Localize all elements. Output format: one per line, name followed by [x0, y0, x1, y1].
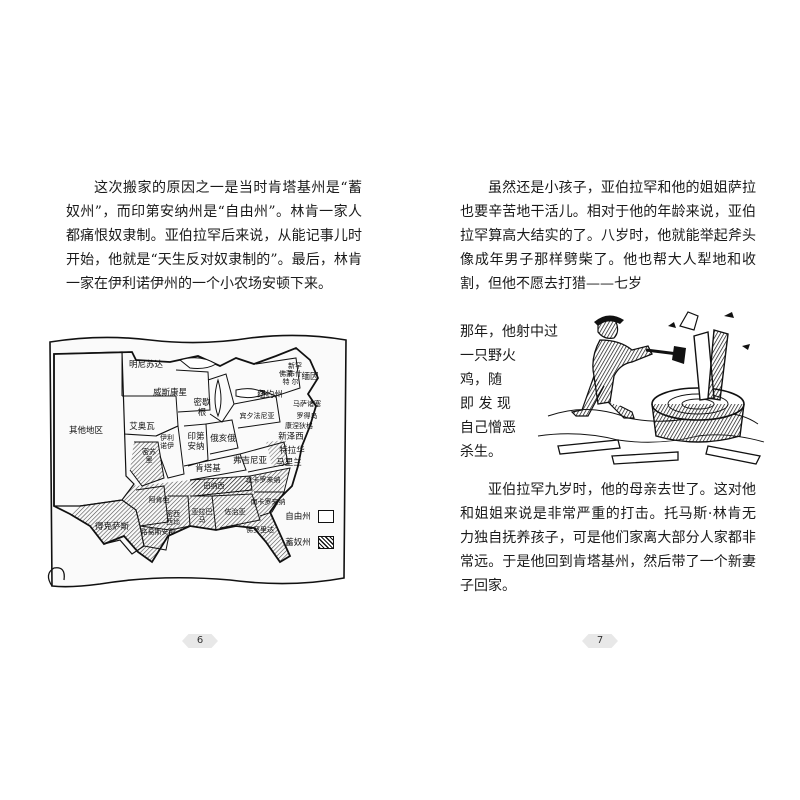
map-label-arkansas: 阿肯色 [148, 496, 170, 504]
legend-slave-label: 蓄奴州 [285, 538, 311, 548]
map-label-iowa: 艾奥瓦 [129, 422, 155, 432]
wood-chopping-illustration [537, 311, 765, 465]
map-label-mass: 马萨诸塞 [293, 400, 321, 408]
legend-free-label: 自由州 [285, 512, 311, 522]
map-label-michigan: 密歇根 [193, 398, 211, 418]
right-wrap-line-4: 即 发 现 [460, 396, 511, 412]
map-label-ct: 康涅狄格 [285, 422, 313, 430]
left-paragraph: 这次搬家的原因之一是当时肯塔基州是“蓄奴州”，而印第安纳州是“自由州”。林肯一家… [66, 180, 362, 292]
right-wrap-line-1: 那年，他射中过 [460, 324, 558, 340]
map-label-florida: 佛罗里达 [246, 526, 274, 534]
left-page-number: 6 [182, 634, 218, 648]
map-label-minnesota: 明尼苏达 [128, 360, 163, 370]
map-label-virginia: 弗吉尼亚 [232, 456, 267, 466]
map-label-georgia: 佐治亚 [224, 508, 246, 516]
legend-slave-swatch [318, 536, 334, 549]
right-wrap-line-2: 一只野火 [460, 348, 516, 364]
right-wrap-line-6: 杀生。 [460, 444, 502, 460]
map-label-illinois: 伊利诺伊 [160, 434, 174, 450]
map-label-maine: 缅因 [301, 372, 319, 382]
map-label-mississippi: 密西西比 [166, 510, 180, 526]
map-drawing [47, 334, 347, 588]
map-label-sc: 南卡罗来纳 [250, 498, 286, 506]
right-wrap-line-3: 鸡，随 [460, 372, 502, 388]
map-label-newyork: 纽约州 [257, 390, 283, 400]
map-label-tennessee: 田纳西 [203, 482, 225, 490]
right-paragraph-2: 亚伯拉罕九岁时，他的母亲去世了。这对他和姐姐来说是非常严重的打击。托马斯·林肯无… [460, 482, 756, 594]
map-label-delaware: 特拉华 [279, 446, 305, 456]
map-label-other: 其他地区 [68, 426, 103, 436]
map-label-nj: 新泽西 [278, 432, 304, 442]
map-label-louisiana: 路易斯安那 [140, 528, 176, 536]
map-label-pennsylvania: 宾夕法尼亚 [239, 412, 275, 420]
map-label-nc: 北卡罗来纳 [245, 476, 281, 484]
us-map-illustration: 明尼苏达 威斯康星 密歇根 艾奥瓦 其他地区 伊利诺伊 印第安纳 俄亥俄 宾夕法… [40, 330, 356, 600]
legend-free-swatch [318, 510, 334, 523]
map-label-texas: 得克萨斯 [94, 522, 129, 532]
map-label-maryland: 马里兰 [276, 458, 302, 468]
map-label-kentucky: 肯塔基 [195, 464, 221, 474]
map-label-alabama: 亚拉巴马 [191, 508, 213, 524]
map-label-nh: 新罕布什尔 [288, 362, 302, 386]
right-wrap-line-5: 自己憎恶 [460, 420, 516, 436]
map-label-indiana: 印第安纳 [187, 432, 205, 452]
right-page-number: 7 [582, 634, 618, 648]
map-label-wisconsin: 威斯康星 [152, 388, 187, 398]
right-paragraph-1: 虽然还是小孩子，亚伯拉罕和他的姐姐萨拉也要辛苦地干活儿。相对于他的年龄来说，亚伯… [460, 180, 756, 292]
map-label-missouri: 密苏里 [142, 448, 156, 464]
map-label-ohio: 俄亥俄 [210, 434, 236, 444]
map-label-ri: 罗得岛 [296, 412, 318, 420]
map-label-vermont: 佛蒙特 [279, 370, 293, 386]
